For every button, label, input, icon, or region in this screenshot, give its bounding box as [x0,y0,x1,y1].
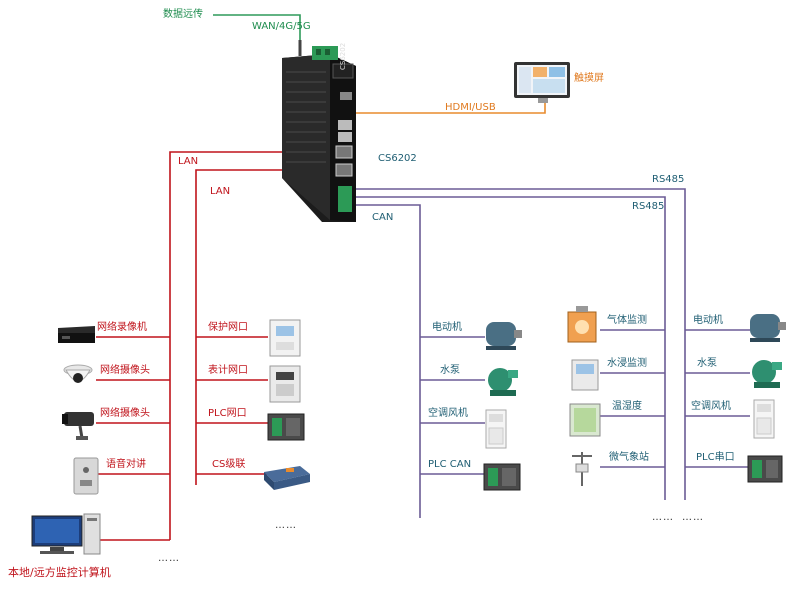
rs485-2-label: RS485 [632,201,665,212]
intercom-icon [73,457,99,495]
lan2-device-label-1: 保护网口 [208,322,248,333]
rs485b-ellipsis: …… [682,512,704,523]
rs485b-device-label-1: 电动机 [693,315,723,326]
lan2-device-label-4: CS级联 [212,459,246,470]
lan2-device-label-2: 表计网口 [208,365,248,376]
lan1-label: LAN [178,156,199,167]
plc-icon-can [483,463,521,491]
can-label: CAN [372,212,394,223]
can-device-label-2: 水泵 [440,365,460,376]
touch-screen-icon [514,62,570,103]
can-device-label-4: PLC CAN [428,459,472,470]
can-device-label-3: 空调风机 [428,408,468,419]
touch-screen-label: 触摸屏 [574,73,604,84]
rs485a-line [350,196,666,500]
rs485a-device-label-3: 温湿度 [612,401,642,412]
water-leak-icon [571,359,599,391]
nvr-icon [58,326,95,343]
left-device-label-1: 网络录像机 [97,322,147,333]
bullet-camera-icon [62,412,94,440]
rs485-1-label: RS485 [652,174,685,185]
gas-detector-icon [567,306,597,343]
dome-camera-icon [63,364,93,383]
cascade-gateway-icon [264,466,310,490]
protection-relay-icon [269,319,301,357]
gateway-front-label: CS6202 [339,42,347,70]
thermo-hygrometer-icon [569,403,601,437]
weather-station-icon [572,452,592,486]
pump-icon-can [488,368,518,396]
rs485b-device-label-4: PLC串口 [696,452,735,463]
rs485a-device-label-2: 水浸监测 [607,358,647,369]
plc-icon-lan [267,413,305,441]
lan2-ellipsis: …… [275,520,297,531]
left-ellipsis: …… [158,553,180,564]
pump-icon-rs485 [752,360,782,388]
computer-label: 本地/远方监控计算机 [8,566,111,579]
wan-line [213,14,301,48]
can-device-label-1: 电动机 [432,322,462,333]
can-line [350,204,421,518]
gateway-model-label: CS6202 [378,153,417,164]
meter-icon [269,365,301,403]
rs485b-line [350,188,686,500]
gateway-device-icon [282,40,356,222]
air-conditioner-icon-can [485,409,507,449]
air-conditioner-icon-rs485 [753,399,775,439]
left-device-label-2: 网络摄像头 [100,365,150,376]
lan1-line [169,151,335,540]
rs485b-device-label-2: 水泵 [697,358,717,369]
data-remote-label: 数据远传 [163,9,203,20]
rs485a-device-label-1: 气体监测 [607,315,647,326]
left-device-label-4: 语音对讲 [106,459,146,470]
computer-icon [31,513,101,555]
wan-label: WAN/4G/5G [252,21,311,32]
motor-icon-rs485 [750,314,786,342]
rs485a-device-label-4: 微气象站 [609,452,649,463]
motor-icon-can [486,322,522,350]
rs485b-device-label-3: 空调风机 [691,401,731,412]
rs485a-ellipsis: …… [652,512,674,523]
hdmi-label: HDMI/USB [445,102,496,113]
lan2-label: LAN [210,186,231,197]
plc-icon-rs485 [747,455,783,483]
left-device-label-3: 网络摄像头 [100,408,150,419]
lan2-device-label-3: PLC网口 [208,408,247,419]
